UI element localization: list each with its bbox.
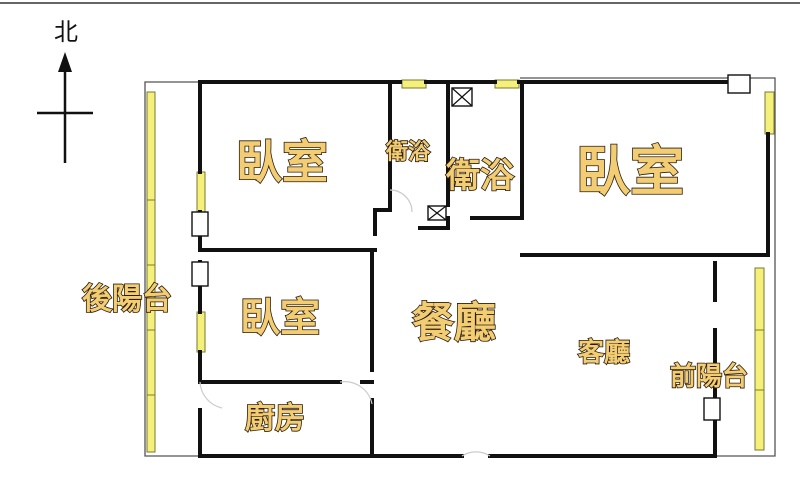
fixtures [191, 74, 751, 421]
room-label-dining: 餐廳 [412, 298, 496, 347]
bedroom-ne-window [764, 91, 775, 135]
column-box-w1 [191, 211, 209, 237]
outer-outline [144, 77, 776, 457]
north-arrow-icon [58, 52, 72, 72]
room-label-bedroom-ne: 臥室 [576, 140, 684, 203]
rear-balcony-outline [144, 81, 200, 457]
front-balcony-outline [520, 77, 776, 457]
column-box-w2 [191, 261, 209, 287]
bedroom-w-window [196, 311, 206, 353]
room-label-kitchen: 廚房 [245, 401, 305, 436]
room-label-bath-main: 衛浴 [445, 156, 515, 196]
column-box-se [703, 397, 721, 421]
entry-door-swing [461, 451, 491, 457]
room-label-front-balcony: 前陽台 [670, 361, 748, 392]
bedroom-nw-window [196, 171, 206, 213]
front-balcony-window [754, 267, 765, 451]
room-label-bath-small: 衛浴 [385, 139, 431, 165]
walls [198, 80, 770, 458]
north-compass: 北 [37, 18, 93, 163]
room-label-living: 客廳 [578, 337, 630, 368]
bath-small-window [401, 79, 427, 89]
rear-balcony-window [146, 91, 156, 453]
north-label: 北 [54, 18, 78, 46]
bath-main-window [494, 79, 520, 89]
bath-door-swing [389, 189, 413, 213]
kitchen-door-swing [199, 381, 223, 409]
room-labels: 臥室 衛浴 衛浴 臥室 臥室 餐廳 客廳 廚房 後陽台 前陽台 [81, 134, 749, 437]
kitchen-door-swing-east [339, 381, 373, 405]
column-box-ne [727, 74, 751, 94]
room-label-bedroom-nw: 臥室 [236, 135, 328, 189]
room-label-bedroom-w: 臥室 [240, 295, 320, 341]
room-label-rear-balcony: 後陽台 [82, 282, 172, 317]
door-swings [199, 189, 491, 457]
